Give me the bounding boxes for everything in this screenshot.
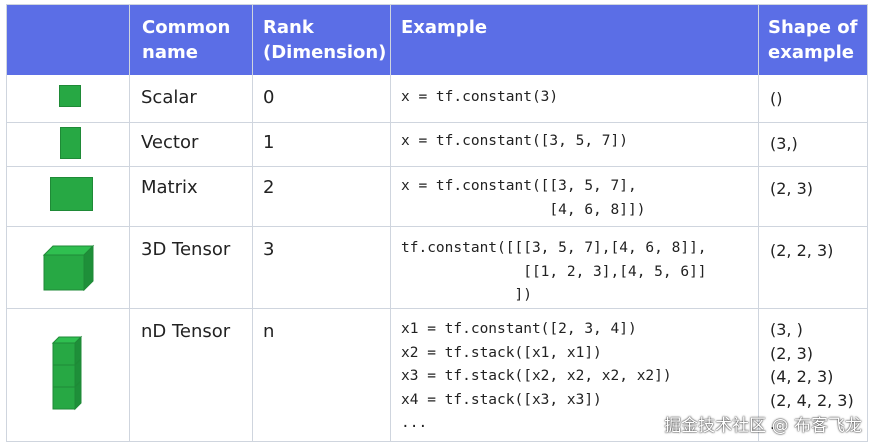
- row-rank: 3: [263, 239, 275, 260]
- header-example: Example: [401, 17, 488, 38]
- row-rank: 2: [263, 177, 275, 198]
- header-common-name: Common name: [142, 17, 231, 63]
- row-divider: [7, 226, 867, 227]
- header-shape: Shape of example: [768, 17, 858, 63]
- row-example-code: x = tf.constant(3): [401, 89, 559, 105]
- row-shape: (): [770, 89, 783, 108]
- row-rank: n: [263, 321, 275, 342]
- tensor-rank-table: Common name Rank (Dimension) Example Sha…: [6, 4, 868, 442]
- watermark-text: 掘金技术社区 @ 布客飞龙: [664, 416, 862, 436]
- row-shape: (3,): [770, 134, 798, 153]
- row-rank: 1: [263, 132, 275, 153]
- column-divider: [390, 5, 391, 441]
- row-example-code: x1 = tf.constant([2, 3, 4]) x2 = tf.stac…: [401, 321, 672, 431]
- row-name: Matrix: [141, 177, 198, 198]
- row-name: Vector: [141, 132, 199, 153]
- row-name: 3D Tensor: [141, 239, 231, 260]
- green-square-icon: [59, 85, 81, 107]
- row-example-code: x = tf.constant([[3, 5, 7], [4, 6, 8]]): [401, 178, 646, 218]
- column-divider: [252, 5, 253, 441]
- row-name: Scalar: [141, 87, 197, 108]
- column-divider: [129, 5, 130, 441]
- column-divider: [758, 5, 759, 441]
- row-name: nD Tensor: [141, 321, 231, 342]
- row-divider: [7, 308, 867, 309]
- row-shape: (2, 3): [770, 179, 814, 198]
- row-divider: [7, 166, 867, 167]
- row-divider: [7, 122, 867, 123]
- row-rank: 0: [263, 87, 275, 108]
- header-rank: Rank (Dimension): [263, 17, 387, 63]
- row-shape: (3, ) (2, 3) (4, 2, 3) (2, 4, 2, 3) ...: [770, 320, 854, 433]
- green-vertical-bar-icon: [60, 127, 81, 159]
- green-stacked-cubes-icon: [51, 335, 83, 411]
- row-example-code: x = tf.constant([3, 5, 7]): [401, 133, 628, 149]
- row-example-code: tf.constant([[[3, 5, 7],[4, 6, 8]], [[1,…: [401, 240, 707, 303]
- green-rectangle-icon: [50, 177, 93, 211]
- row-shape: (2, 2, 3): [770, 241, 834, 260]
- green-cube-icon: [42, 244, 95, 291]
- table-header: [7, 5, 867, 75]
